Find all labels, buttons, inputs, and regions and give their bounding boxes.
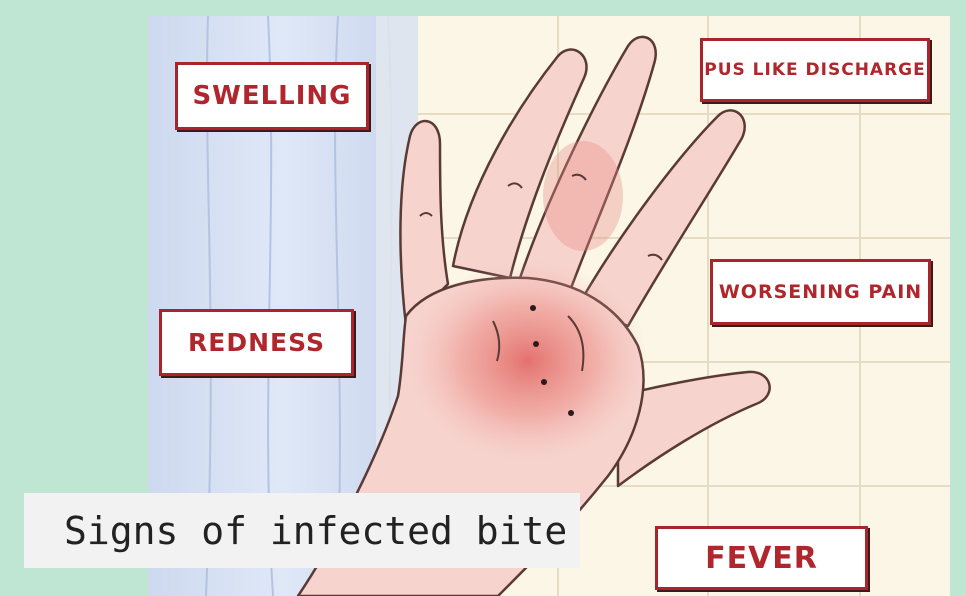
redness-finger (543, 141, 623, 251)
caption-title: Signs of infected bite (24, 493, 580, 568)
label-worsening-pain: WORSENING PAIN (710, 259, 931, 325)
label-fever: FEVER (655, 526, 868, 590)
redness-patch (408, 261, 648, 461)
label-pus-like-discharge: PUS LIKE DISCHARGE (700, 38, 930, 102)
label-swelling: SWELLING (175, 62, 369, 130)
label-redness: REDNESS (159, 309, 354, 376)
